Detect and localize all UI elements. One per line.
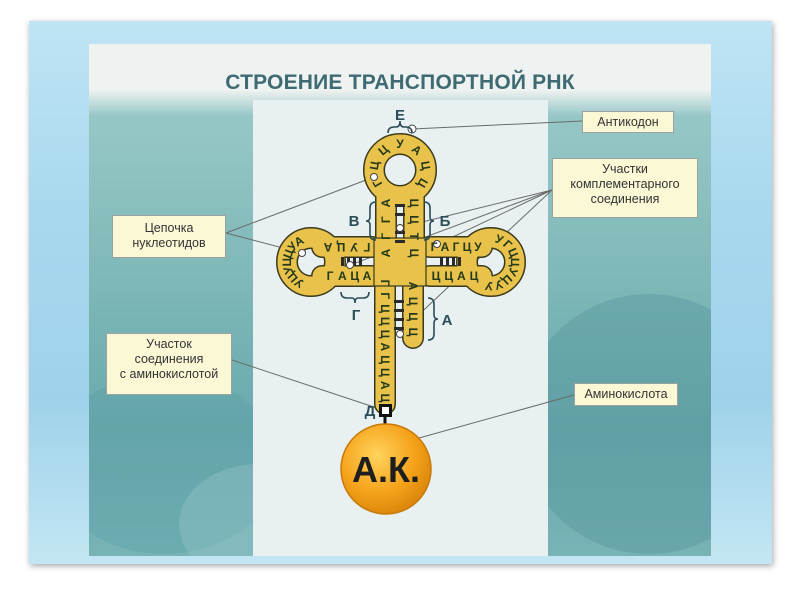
callout-anticodon: Антикодон xyxy=(582,111,674,133)
bracket-v xyxy=(366,202,376,240)
nucleotide: Ц xyxy=(378,330,392,339)
nucleotide: Г xyxy=(453,240,460,254)
nucleotide: А xyxy=(379,248,393,257)
nucleotide: А xyxy=(323,240,332,254)
callout-complementary-line: комплементарного xyxy=(557,177,693,192)
callout-complementary-line: соединения xyxy=(557,192,693,207)
nucleotide: А xyxy=(363,269,372,283)
callout-anticodon-text: Антикодон xyxy=(587,115,669,130)
nucleotide: А xyxy=(379,198,393,207)
nucleotide: Г xyxy=(363,240,370,254)
region-label-a: А xyxy=(442,312,453,329)
leader-amino-site xyxy=(232,360,383,410)
region-label-g: Г xyxy=(352,307,361,324)
nucleotide: Ц xyxy=(350,269,359,283)
nucleotide: Ц xyxy=(406,297,420,306)
nucleotide: Ц xyxy=(406,312,420,321)
region-label-b: Б xyxy=(440,213,451,230)
nucleotide: Ц xyxy=(378,355,392,364)
nucleotide: Ц xyxy=(407,199,421,208)
nucleotide: Г xyxy=(431,240,438,254)
nucleotide: У xyxy=(396,137,404,151)
nucleotide: Ц xyxy=(407,215,421,224)
nucleotide: Ц xyxy=(444,269,453,283)
callout-complementary: Участки комплементарного соединения xyxy=(552,158,698,218)
nucleotide: А xyxy=(457,269,466,283)
callout-amino-site-line: Участок xyxy=(111,337,227,352)
nucleotide: У xyxy=(474,240,482,254)
nucleotide: А xyxy=(441,240,450,254)
trna-backbone xyxy=(287,144,515,404)
nucleotide: Ц xyxy=(432,269,441,283)
nucleotide: Ц xyxy=(378,368,392,377)
nucleotide: Г xyxy=(379,216,393,223)
callout-nucleotide-line: нуклеотидов xyxy=(117,236,221,251)
nucleotide: А xyxy=(378,381,392,390)
callout-amino-site-line: соединения xyxy=(111,352,227,367)
nucleotide: А xyxy=(406,282,420,291)
leader-amino-acid xyxy=(401,395,574,443)
nucleotide: Ц xyxy=(336,240,345,254)
callout-amino-site-line: с аминокислотой xyxy=(111,367,227,382)
amino-acid-label: А.К. xyxy=(352,449,420,490)
region-label-e: Е xyxy=(395,107,405,124)
callout-amino-acid: Аминокислота xyxy=(574,383,678,406)
nucleotide: Ц xyxy=(378,317,392,326)
nucleotide: Т xyxy=(407,233,421,241)
nucleotide: У xyxy=(350,240,358,254)
callout-complementary-line: Участки xyxy=(557,162,693,177)
nucleotide: А xyxy=(338,269,347,283)
bracket-g xyxy=(341,292,369,303)
nucleotide: Г xyxy=(378,292,392,299)
nucleotide: Г xyxy=(378,280,392,287)
nucleotide: Ц xyxy=(378,394,392,403)
nucleotide: Ц xyxy=(407,249,421,258)
nucleotide: Ц xyxy=(378,304,392,313)
nucleotide: Ц xyxy=(406,328,420,337)
callout-nucleotide-chain: Цепочка нуклеотидов xyxy=(112,215,226,258)
callout-nucleotide-line: Цепочка xyxy=(117,221,221,236)
nucleotide: А xyxy=(378,343,392,352)
nucleotide: Г xyxy=(327,269,334,283)
region-label-d: Д xyxy=(365,403,376,420)
region-label-v: В xyxy=(349,213,360,230)
callout-amino-acid-text: Аминокислота xyxy=(579,387,673,402)
nucleotide: Г xyxy=(379,233,393,240)
nucleotide: Ц xyxy=(470,269,479,283)
callout-amino-site: Участок соединения с аминокислотой xyxy=(106,333,232,395)
nucleotide: Ц xyxy=(463,240,472,254)
leader-anticodon xyxy=(412,121,582,129)
